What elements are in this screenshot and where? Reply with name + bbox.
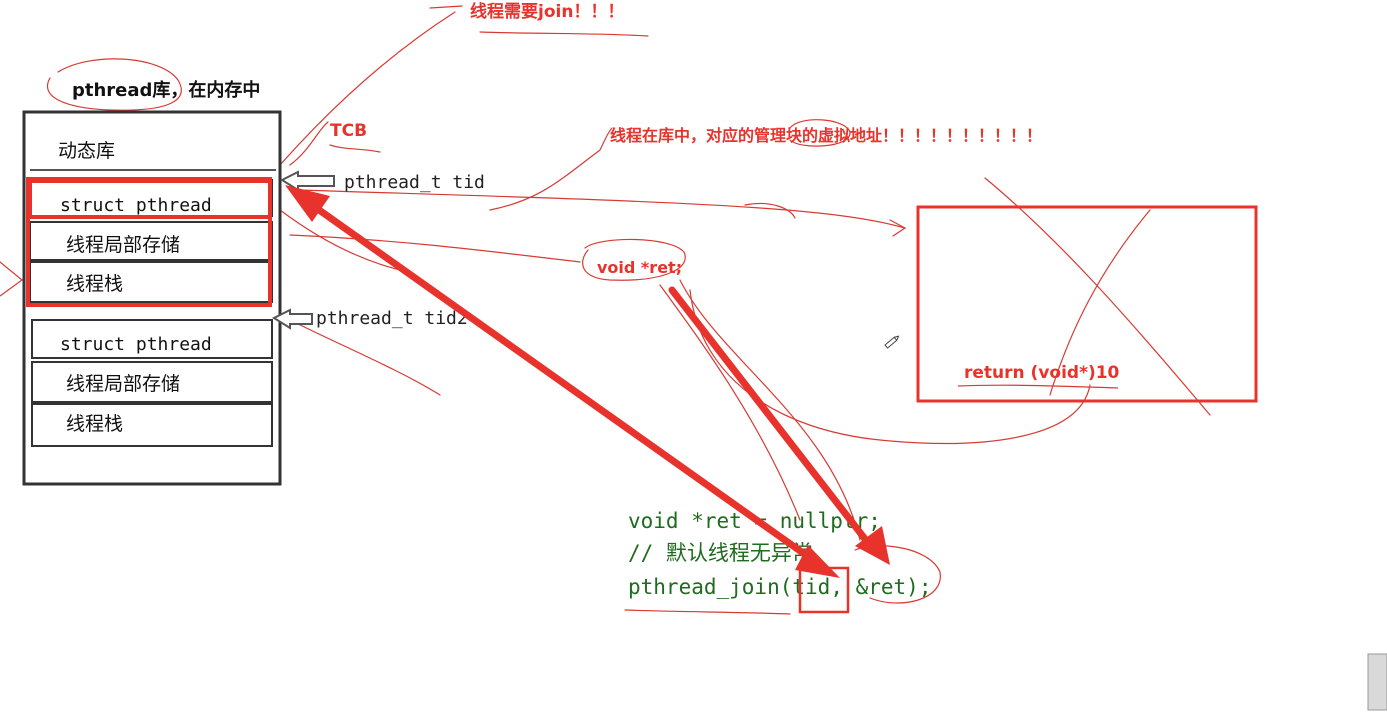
- thread-function-box: [916, 205, 1258, 403]
- left-edge-arrow: [0, 261, 23, 297]
- block2-struct-label: struct pthread: [60, 334, 212, 355]
- stroke-to-void-ret: [289, 234, 581, 263]
- stroke-to-box: [299, 189, 906, 229]
- tid-pointer-2: pthread_t tid2: [271, 308, 468, 330]
- block1-tls-label: 线程局部存储: [66, 234, 180, 256]
- void-ret-down-a: [659, 284, 801, 521]
- tid-pointer-2-label: pthread_t tid2: [316, 308, 468, 329]
- stroke-to-join: [279, 11, 456, 166]
- block1-struct-label: struct pthread: [60, 195, 212, 216]
- thick-arrows: [285, 185, 890, 578]
- title-label: pthread库，在内存中: [72, 79, 260, 101]
- block2-stack-label: 线程栈: [66, 413, 123, 435]
- double-arrow-shaft: [301, 196, 824, 569]
- thread-block-1: struct pthread 线程局部存储 线程栈: [26, 177, 273, 307]
- join-underline: [479, 31, 649, 37]
- misc-curve-b: [744, 202, 796, 219]
- code-underline: [624, 609, 791, 615]
- tcb-underline: [329, 144, 381, 153]
- tcb-label: TCB: [330, 121, 367, 141]
- corner-thumbnail: [1367, 653, 1387, 711]
- double-arrow-head-bottom: [795, 545, 840, 578]
- block1-stack-box: [29, 261, 273, 303]
- pencil-icon: [884, 335, 900, 349]
- stroke-to-vaddr: [489, 127, 613, 211]
- code-line-3: pthread_join(tid, &ret);: [628, 575, 931, 599]
- void-ret-circle: [582, 238, 686, 281]
- box-arrow-tip: [889, 219, 907, 237]
- void-ret-label: void *ret;: [597, 258, 682, 277]
- box-cross-a: [984, 177, 1211, 416]
- return-underline: [957, 384, 1119, 389]
- vaddr-circle: [789, 119, 851, 147]
- dynamic-lib-label: 动态库: [58, 140, 115, 162]
- code-block: void *ret = nullptr; // 默认线程无异常 pthread_…: [628, 509, 931, 614]
- code-line-3-tid: tid: [792, 575, 830, 599]
- misc-curve-a: [279, 209, 401, 271]
- thread-block-2: struct pthread 线程局部存储 线程栈: [31, 319, 273, 447]
- code-line-3-suffix: , &ret);: [830, 575, 931, 599]
- return-loop: [689, 289, 1091, 445]
- virtual-address-label: 线程在库中，对应的管理块的虚拟地址！！！！！！！！！！: [610, 126, 1042, 145]
- tcb-hook: [289, 121, 329, 166]
- code-line-2: // 默认线程无异常: [628, 541, 813, 565]
- code-line-3-prefix: pthread_join(: [628, 575, 792, 599]
- stroke-to-join-b: [429, 5, 463, 9]
- tid-pointer-1: pthread_t tid: [279, 170, 485, 193]
- block2-struct-box: [31, 319, 273, 359]
- ret-arrow-head: [855, 526, 890, 565]
- tid-pointer-2-arrow: [271, 308, 313, 330]
- tid-pointer-1-label: pthread_t tid: [344, 172, 485, 193]
- stroke-tid2: [289, 319, 441, 396]
- double-arrow-head-top: [285, 185, 330, 222]
- void-ret-down-b: [679, 279, 861, 541]
- block1-struct-highlight: [28, 179, 272, 219]
- block2-tls-box: [31, 361, 273, 403]
- box-cross-b: [1049, 209, 1151, 396]
- block1-stack-label: 线程栈: [66, 273, 123, 295]
- need-join-label: 线程需要join！！！: [470, 1, 624, 22]
- title-scribble: [47, 58, 182, 111]
- return-value-label: return (void*)10: [964, 363, 1120, 383]
- ret-arrow-shaft: [668, 286, 876, 552]
- block2-stack-box: [31, 403, 273, 447]
- block2-tls-label: 线程局部存储: [66, 373, 180, 395]
